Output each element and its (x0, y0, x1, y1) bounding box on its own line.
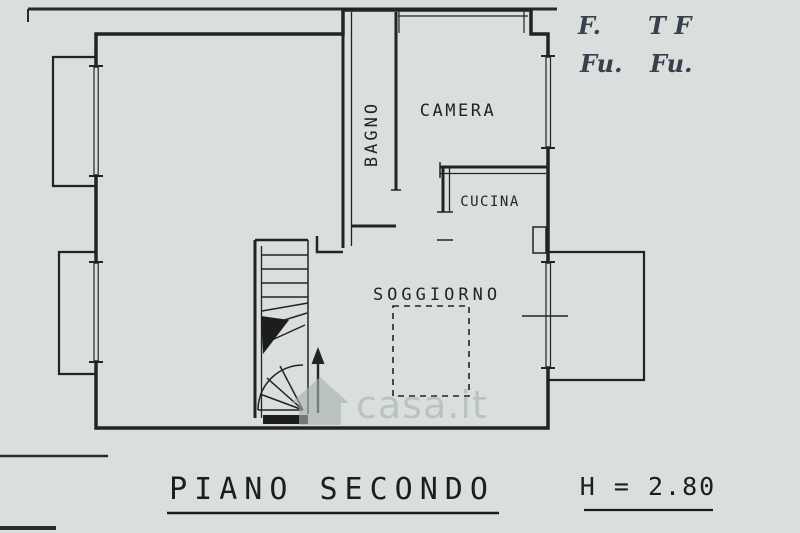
balcony-left-upper (51, 55, 96, 188)
stair-ray (259, 393, 304, 411)
room-label-cucina: CUCINA (460, 194, 520, 210)
stair-spiral-arc (257, 364, 304, 411)
arrow-head (311, 347, 325, 364)
note-fragment: Fu. (579, 49, 622, 78)
windows (89, 11, 568, 369)
outer-walls (94, 8, 550, 430)
balconies (51, 55, 646, 382)
height-label: H = 2.80 (580, 472, 716, 501)
stair-landing-bar (263, 415, 308, 424)
room-label-bagno: BAGNO (362, 101, 382, 167)
note-fragment: T F (648, 11, 693, 40)
watermark-text: casa.it (356, 383, 488, 427)
watermark: casa.it (291, 377, 488, 427)
note-fragment: F. (577, 11, 601, 40)
house-icon (291, 377, 349, 425)
interior-walls (315, 12, 548, 254)
staircase (253, 238, 309, 424)
stair-ray (266, 377, 304, 411)
radiator (532, 226, 547, 254)
room-label-camera: CAMERA (420, 101, 496, 121)
handwritten-note: F. T F Fu. Fu. (577, 11, 693, 78)
note-fragment: Fu. (649, 49, 692, 78)
balcony-right (548, 250, 646, 382)
floor-title: PIANO SECONDO (169, 472, 495, 507)
wall-corridor-jog (315, 236, 343, 254)
stair-hatch-wedge (261, 316, 289, 354)
dashed-area-outline (392, 305, 470, 397)
room-label-soggiorno: SOGGIORNO (373, 285, 501, 305)
stair-winder (261, 302, 309, 312)
balcony-left-lower (57, 250, 96, 376)
